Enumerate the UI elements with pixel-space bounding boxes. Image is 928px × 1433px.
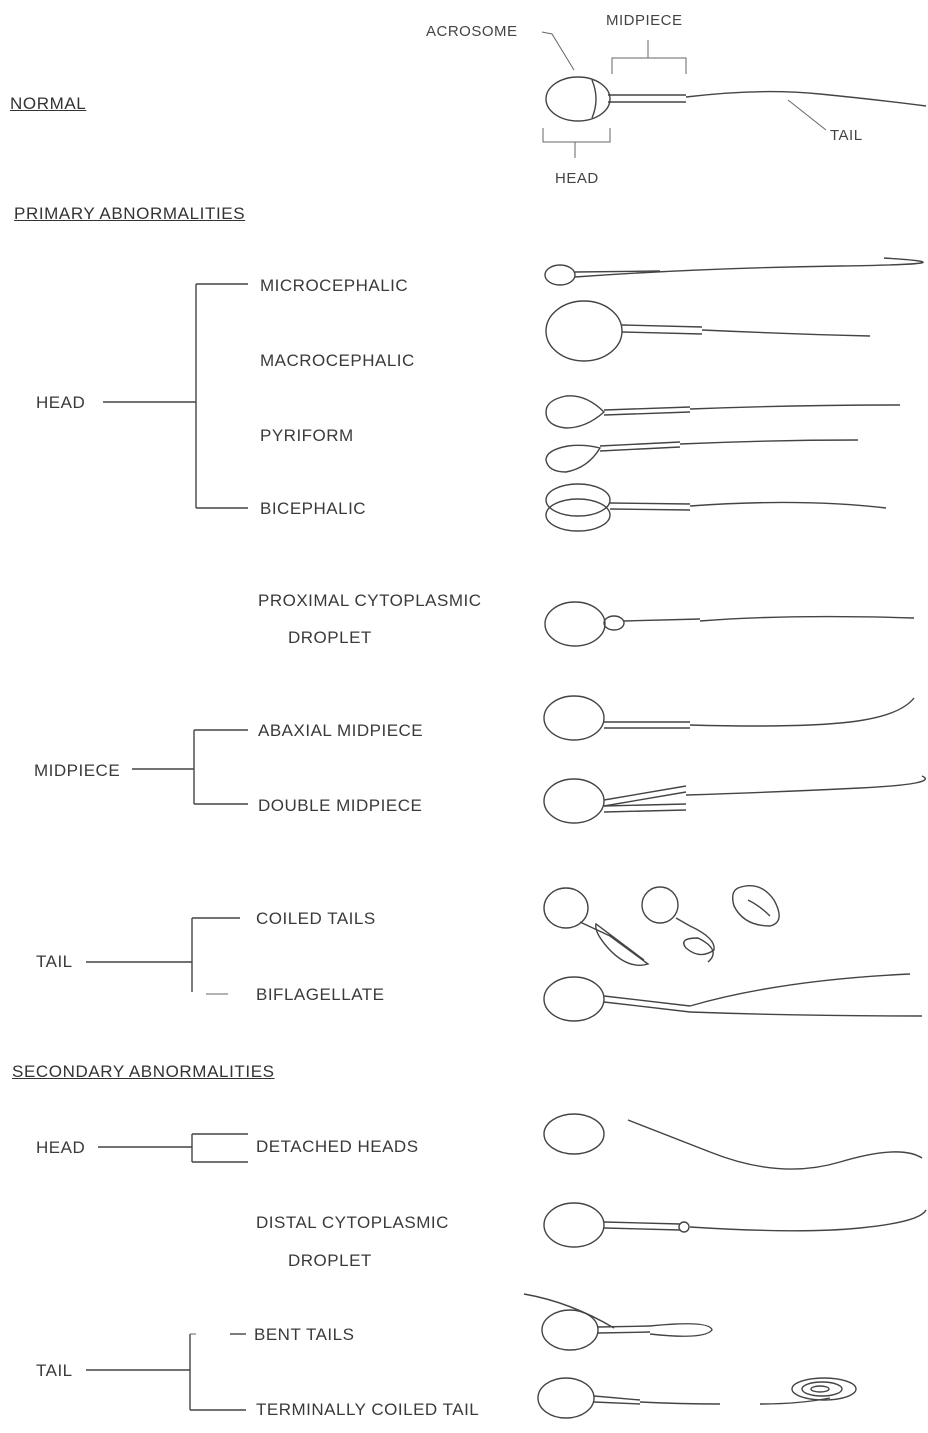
bicephalic-drawing	[546, 484, 886, 531]
secondary-abnormalities-heading: SECONDARY ABNORMALITIES	[12, 1062, 275, 1082]
primary-abnormalities-heading: PRIMARY ABNORMALITIES	[14, 204, 245, 224]
secondary-head-group-label: HEAD	[36, 1138, 85, 1158]
bicephalic-label: BICEPHALIC	[260, 499, 366, 519]
normal-heading: NORMAL	[10, 94, 86, 114]
pyriform-label: PYRIFORM	[260, 426, 354, 446]
distal-droplet-label-line2: DROPLET	[288, 1251, 372, 1271]
macrocephalic-drawing	[546, 301, 870, 361]
proximal-droplet-drawing	[545, 602, 914, 646]
microcephalic-label: MICROCEPHALIC	[260, 276, 408, 296]
head-bracket	[103, 284, 248, 508]
proximal-droplet-label-line2: DROPLET	[288, 628, 372, 648]
abaxial-midpiece-label: ABAXIAL MIDPIECE	[258, 721, 423, 741]
primary-head-group-label: HEAD	[36, 393, 85, 413]
primary-tail-group-label: TAIL	[36, 952, 73, 972]
secondary-head-bracket	[98, 1134, 248, 1162]
distal-droplet-label-line1: DISTAL CYTOPLASMIC	[256, 1213, 449, 1233]
secondary-tail-group-label: TAIL	[36, 1361, 73, 1381]
double-midpiece-drawing	[544, 776, 925, 823]
tail-bracket	[86, 918, 240, 994]
abaxial-midpiece-drawing	[544, 696, 914, 740]
coiled-tails-label: COILED TAILS	[256, 909, 376, 929]
biflagellate-label: BIFLAGELLATE	[256, 985, 385, 1005]
detached-heads-label: DETACHED HEADS	[256, 1137, 419, 1157]
proximal-droplet-label-line1: PROXIMAL CYTOPLASMIC	[258, 591, 482, 611]
pyriform-drawing-2	[546, 440, 858, 472]
detached-heads-drawing	[544, 1114, 922, 1169]
bent-tails-label: BENT TAILS	[254, 1325, 354, 1345]
acrosome-label: ACROSOME	[426, 23, 518, 41]
secondary-tail-bracket	[86, 1334, 246, 1410]
biflagellate-drawing	[544, 974, 922, 1021]
terminally-coiled-tail-drawing	[538, 1378, 856, 1418]
pyriform-drawing-1	[546, 396, 900, 428]
head-label: HEAD	[555, 170, 599, 188]
double-midpiece-label: DOUBLE MIDPIECE	[258, 796, 422, 816]
primary-midpiece-group-label: MIDPIECE	[34, 761, 120, 781]
bent-tails-drawing	[524, 1294, 712, 1350]
tail-label: TAIL	[830, 127, 863, 145]
macrocephalic-label: MACROCEPHALIC	[260, 351, 415, 371]
normal-sperm-drawing	[542, 32, 926, 158]
midpiece-bracket	[132, 730, 248, 804]
coiled-tails-drawing	[544, 886, 779, 966]
midpiece-label: MIDPIECE	[606, 12, 683, 30]
terminally-coiled-tail-label: TERMINALLY COILED TAIL	[256, 1400, 479, 1420]
microcephalic-drawing	[545, 258, 923, 285]
distal-droplet-drawing	[544, 1203, 926, 1247]
